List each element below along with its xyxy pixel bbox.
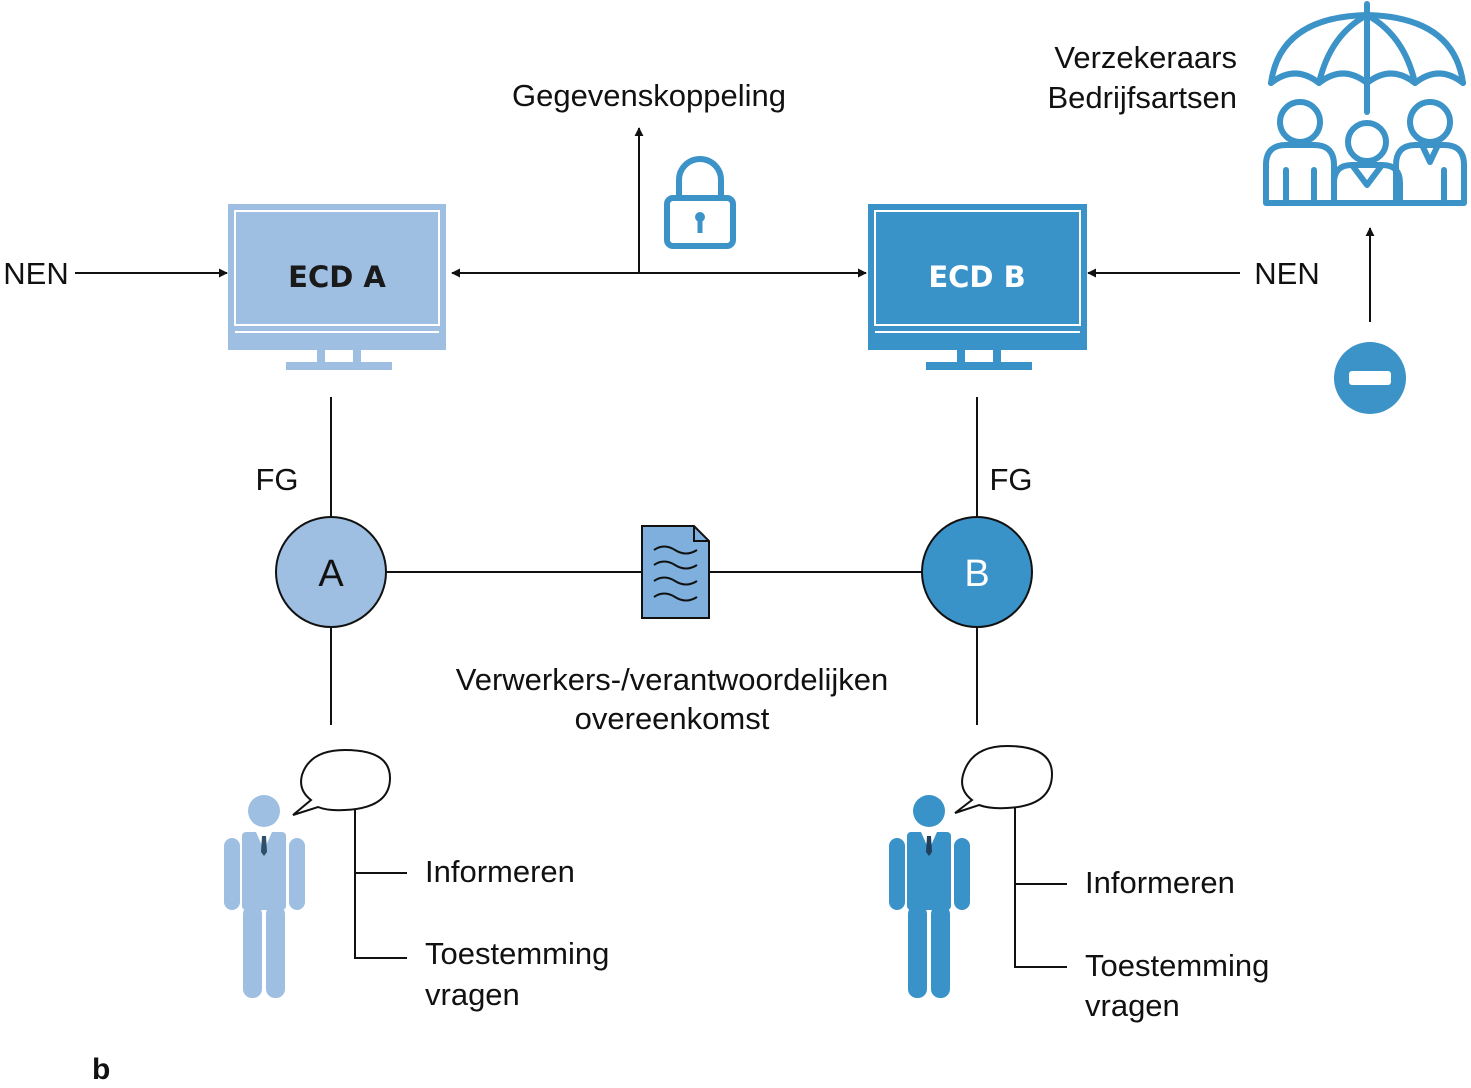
padlock-icon xyxy=(664,156,736,249)
informeren-b-label: Informeren xyxy=(1085,865,1235,900)
party-b-label: B xyxy=(964,553,989,595)
informeren-a-label: Informeren xyxy=(425,854,575,889)
speech-bubble-a xyxy=(292,748,392,816)
data-link-label: Gegevenskoppeling xyxy=(512,78,786,113)
ecd-a-label: ECD A xyxy=(288,260,386,294)
monitor-ecd-b: ECD B xyxy=(868,204,1087,370)
panel-label: b xyxy=(92,1053,110,1086)
monitor-ecd-a: ECD A xyxy=(228,204,446,370)
company-doctors-label: Bedrijfsartsen xyxy=(1047,80,1237,115)
party-b-node: B xyxy=(921,516,1033,628)
nen-left-label: NEN xyxy=(3,256,68,291)
fg-right-label: FG xyxy=(989,462,1032,497)
agreement-label-line2: overeenkomst xyxy=(575,701,770,736)
minus-circle-icon xyxy=(1334,342,1406,414)
toestemming-a-label-line2: vragen xyxy=(425,977,520,1012)
bracket-a xyxy=(354,810,407,959)
ecd-b-label: ECD B xyxy=(928,260,1025,294)
document-icon xyxy=(641,525,710,619)
businessman-icon-b xyxy=(889,795,970,998)
agreement-label-line1: Verwerkers-/verantwoordelijken xyxy=(456,662,888,697)
toestemming-a-label-line1: Toestemming xyxy=(425,936,609,971)
party-a-label: A xyxy=(318,553,344,595)
fg-left-label: FG xyxy=(255,462,298,497)
bracket-b xyxy=(1014,808,1067,968)
toestemming-b-label-line1: Toestemming xyxy=(1085,948,1269,983)
umbrella-group-icon xyxy=(1263,1,1467,206)
insurers-label: Verzekeraars xyxy=(1054,40,1237,75)
nen-right-label: NEN xyxy=(1254,256,1319,291)
toestemming-b-label-line2: vragen xyxy=(1085,988,1180,1023)
party-a-node: A xyxy=(275,516,387,628)
businessman-icon-a xyxy=(224,795,305,998)
speech-bubble-b xyxy=(954,744,1054,814)
